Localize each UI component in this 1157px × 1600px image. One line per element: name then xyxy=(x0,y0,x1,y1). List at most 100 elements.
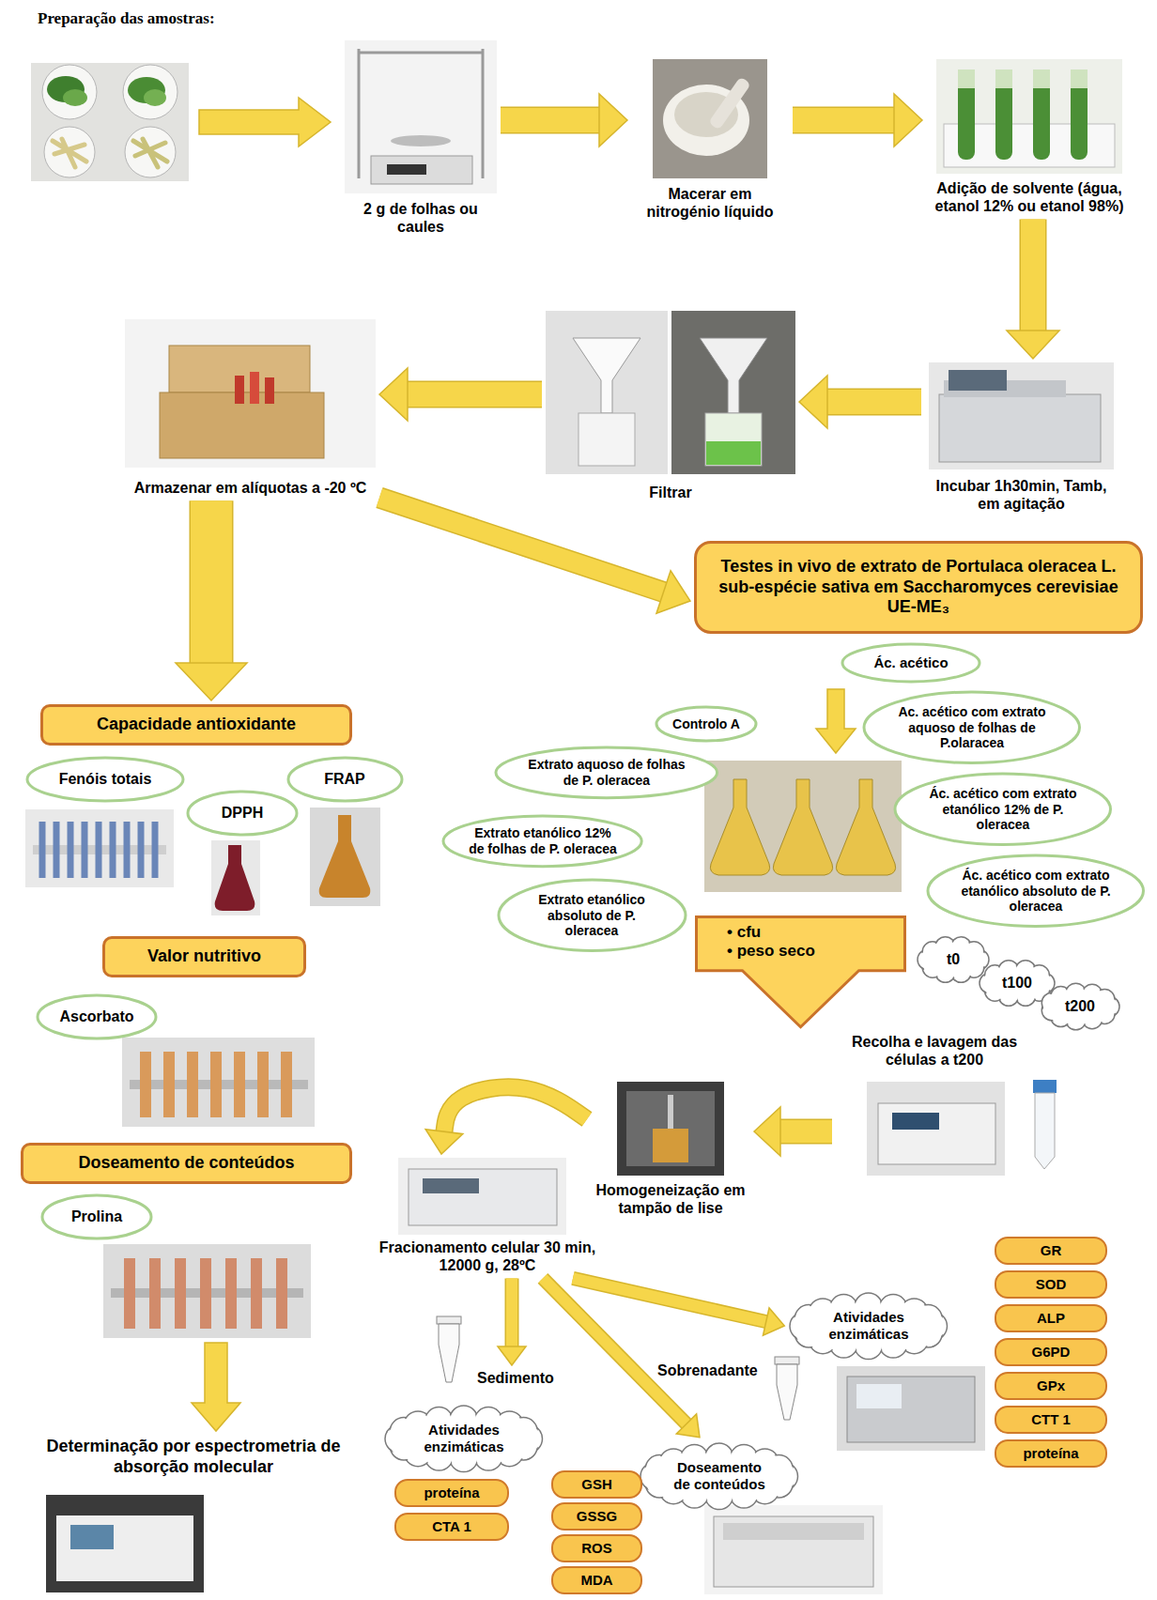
storage-box-photo xyxy=(124,319,376,468)
spectrophotometer-photo xyxy=(56,1515,194,1582)
flow-arrow xyxy=(1006,218,1060,359)
balance-photo xyxy=(370,155,473,185)
category-box: Testes in vivo de extrato de Portulaca o… xyxy=(694,540,1143,634)
arrow-outline xyxy=(500,107,602,135)
leaves-photo xyxy=(62,89,88,107)
node-text: Doseamento de conteúdos xyxy=(667,1459,772,1494)
tube-rack-photo xyxy=(25,809,174,888)
node-text: Extrato etanólico 12% de folhas de P. ol… xyxy=(467,825,618,858)
flasks-photo xyxy=(709,779,770,876)
assay-pill: G6PD xyxy=(994,1338,1108,1367)
node-text: Fracionamento celular 30 min, 12000 g, 2… xyxy=(372,1238,602,1275)
assay-pill: SOD xyxy=(994,1270,1108,1299)
arrow-head xyxy=(379,368,408,421)
flow-arrow xyxy=(379,497,691,614)
assay-pill: CTA 1 xyxy=(394,1512,510,1542)
falcon-tube-icon xyxy=(1034,1093,1055,1170)
sample-ellipse: Controlo A xyxy=(654,705,758,743)
node-text: • cfu xyxy=(726,923,894,942)
homogenizer-photo xyxy=(617,1081,725,1176)
homogenizer-photo xyxy=(617,1081,725,1176)
water-bath-photo xyxy=(928,362,1114,470)
photo-step: Recolha e lavagem das células a t200 xyxy=(835,1033,1034,1167)
node-text: Recolha e lavagem das células a t200 xyxy=(835,1033,1034,1069)
assay-pill: ROS xyxy=(551,1534,643,1563)
leaves-photo xyxy=(52,138,87,168)
photo-step: Filtrar xyxy=(545,310,796,502)
sample-ellipse: Extrato aquoso de folhas de P. oleracea xyxy=(493,745,720,801)
node-text: t100 xyxy=(1002,973,1033,992)
fractionation-centrifuge-photo xyxy=(398,1157,567,1235)
solvent-tubes-photo xyxy=(1070,69,1088,160)
fraction-label: Sedimento xyxy=(477,1369,571,1388)
sample-ellipse: FRAP xyxy=(286,755,404,803)
frap-flask-photo xyxy=(319,815,371,898)
cloud-fill xyxy=(1030,966,1049,985)
flasks-photo xyxy=(835,779,895,876)
arrow-head xyxy=(799,375,828,429)
layout-arrow xyxy=(816,689,856,754)
arrow-head xyxy=(1006,330,1060,359)
node-text: Homogeneização em tampão de lise xyxy=(590,1181,751,1218)
water-bath-photo xyxy=(939,394,1101,463)
solvent-tubes-photo xyxy=(957,69,975,160)
photo-step: 2 g de folhas ou caules xyxy=(344,40,497,236)
node-text: t0 xyxy=(946,950,960,969)
ellipse-outline xyxy=(894,773,1111,846)
spectrophotometer-photo xyxy=(46,1495,204,1593)
flow-arrow xyxy=(500,93,628,147)
sample-ellipse: Ác. acético com extrato etanólico absolu… xyxy=(925,853,1146,929)
balance-photo xyxy=(390,135,451,147)
cloud-fill xyxy=(766,1456,792,1482)
tube-rack-photo xyxy=(25,809,174,888)
ellipse-outline xyxy=(927,855,1144,927)
arrow-head xyxy=(497,1346,526,1366)
assay-pill: GR xyxy=(994,1236,1108,1265)
arrow-head xyxy=(676,1414,700,1438)
node-text: • peso seco xyxy=(726,941,894,961)
node-text: Extrato aquoso de folhas de P. oleracea xyxy=(522,756,692,789)
fraction-label: Sobrenadante xyxy=(657,1361,769,1380)
node-text: Determinação por espectrometria de absor… xyxy=(15,1436,372,1478)
layout-arrow xyxy=(199,97,331,147)
node-text: Macerar em nitrogénio líquido xyxy=(631,185,789,221)
node-text: Fenóis totais xyxy=(59,770,153,788)
assay-pill: GPx xyxy=(994,1372,1108,1401)
arrow-body xyxy=(778,1120,833,1143)
spectrophotometer-photo xyxy=(723,1523,864,1541)
node-text: GSSG xyxy=(558,1508,635,1526)
node-text: ALP xyxy=(1002,1310,1100,1327)
water-bath-photo xyxy=(928,362,1114,470)
plate-reader-photo xyxy=(836,1366,986,1451)
ellipse-outline xyxy=(288,757,402,802)
arrow-body xyxy=(500,107,602,133)
arrow-outline xyxy=(189,500,234,665)
node-text: Ác. acético com extrato etanólico absolu… xyxy=(954,867,1119,915)
centrifuge-photo xyxy=(878,1103,996,1165)
flasks-photo xyxy=(704,760,902,893)
balance-photo xyxy=(344,40,497,194)
spectrophotometer-photo xyxy=(704,1505,883,1595)
filter-photo xyxy=(706,441,761,465)
sample-ellipse: Prolina xyxy=(40,1193,154,1241)
assay-pill: CTT 1 xyxy=(994,1405,1108,1435)
measurement-arrow-box: • cfu• peso seco xyxy=(694,915,907,1030)
node-text: Atividades enzimáticas xyxy=(817,1309,921,1343)
node-text: MDA xyxy=(558,1572,635,1589)
cloud-label: Atividades enzimáticas xyxy=(787,1291,950,1362)
plate-reader-photo xyxy=(847,1376,975,1443)
assay-pill: proteína xyxy=(394,1479,510,1508)
flow-arrow xyxy=(754,1107,833,1157)
node-text: 2 g de folhas ou caules xyxy=(344,200,497,236)
cloud-fill xyxy=(810,1299,836,1326)
arrow-body xyxy=(792,107,896,133)
layout-arrow xyxy=(191,97,856,1432)
photo-step: Fracionamento celular 30 min, 12000 g, 2… xyxy=(372,1157,602,1275)
arrow-head xyxy=(175,663,247,701)
solvent-tubes-photo xyxy=(1033,69,1050,160)
flow-arrow xyxy=(497,1278,526,1366)
node-text: GR xyxy=(1002,1242,1100,1260)
node-text: proteína xyxy=(401,1484,502,1502)
solvent-tubes-photo xyxy=(936,59,1123,174)
